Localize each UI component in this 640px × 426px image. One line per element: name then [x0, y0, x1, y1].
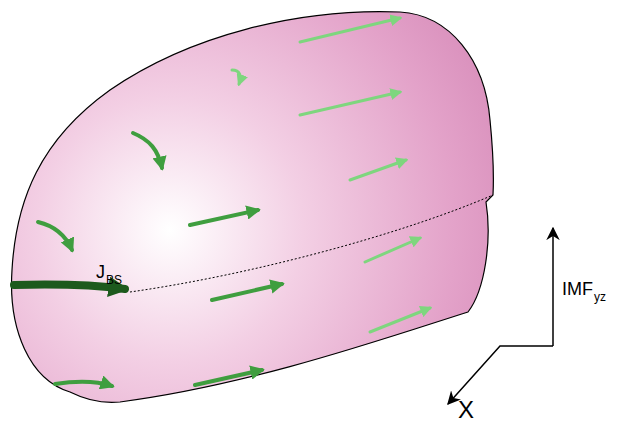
axis-label: X: [458, 398, 474, 422]
axes: [448, 228, 553, 404]
current-symbol: J: [96, 263, 105, 281]
axis-label: IMF: [562, 280, 593, 298]
current-arrows: [14, 18, 430, 386]
axis-subscript: yz: [594, 291, 606, 303]
bow-shock-surface: [12, 12, 494, 403]
current-subscript: BS: [106, 274, 122, 286]
seam-line: [130, 195, 493, 292]
